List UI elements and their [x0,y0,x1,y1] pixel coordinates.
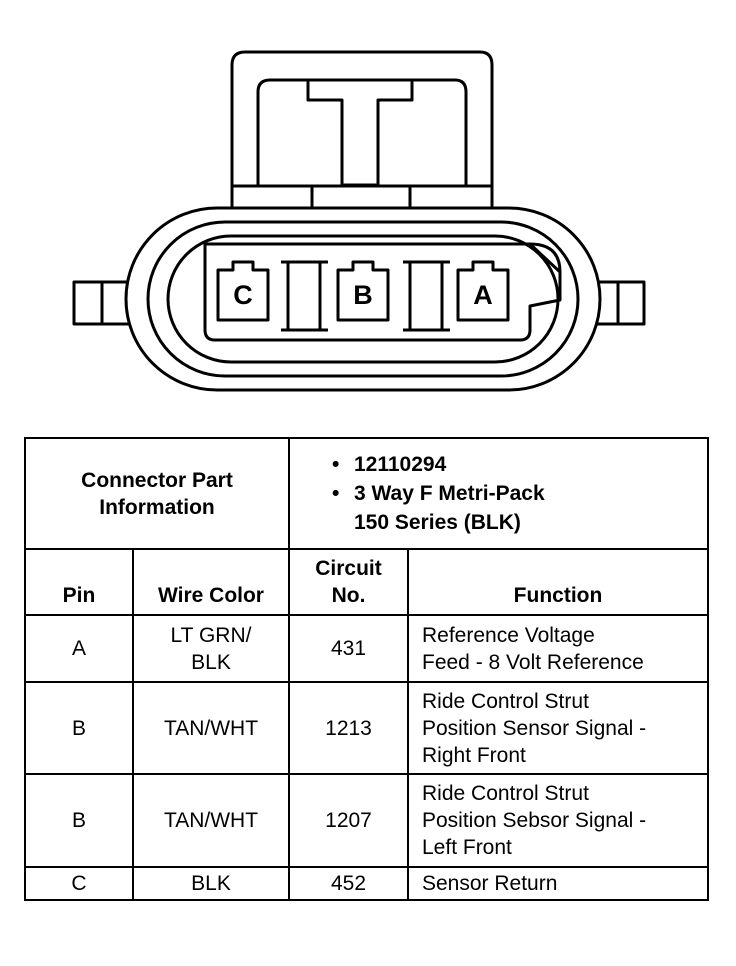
table-row: C BLK 452 Sensor Return [24,866,709,901]
connector-lock-latch [306,80,414,187]
wire-color-cell: TAN/WHT [132,681,290,775]
bullet-icon: • [332,482,340,505]
header-function: Function [407,548,709,616]
connector-cavity [203,242,562,342]
separator-rib-right [403,260,450,332]
part-number: • 12110294 [332,450,707,479]
header-circuit-no: Circuit No. [288,548,409,616]
part-info-label: Connector Part Information [24,437,290,550]
connector-shell-outer [124,206,602,392]
table-row: A LT GRN/ BLK 431 Reference Voltage Feed… [24,614,709,683]
header-row: Pin Wire Color Circuit No. Function [24,548,709,616]
pin-label-c: C [233,280,253,310]
bullet-icon: • [332,453,340,476]
table-row: B TAN/WHT 1213 Ride Control Strut Positi… [24,681,709,775]
function-cell: Sensor Return [407,866,709,901]
part-info-label-line1: Connector Part [81,468,233,492]
separator-rib-left [281,260,328,332]
header-wire-color: Wire Color [132,548,290,616]
connector-lock-tab-inner [256,78,468,186]
pin-cavity-a [456,260,510,322]
wire-color-cell: TAN/WHT [132,773,290,868]
connector-diagram: C B A [72,50,646,392]
pin-cell: C [24,866,134,901]
connector-ear-right [594,280,646,326]
pin-cell: B [24,773,134,868]
circuit-cell: 452 [288,866,409,901]
part-info-details: • 12110294 • 3 Way F Metri-Pack 150 Seri… [288,437,709,550]
connector-pinout-table: Connector Part Information • 12110294 • … [24,437,709,901]
part-description: • 3 Way F Metri-Pack 150 Series (BLK) [332,479,707,537]
circuit-cell: 1213 [288,681,409,775]
function-cell: Ride Control Strut Position Sensor Signa… [407,681,709,775]
wire-color-cell: BLK [132,866,290,901]
pin-cavity-c [216,260,270,322]
pin-cell: B [24,681,134,775]
pin-label-a: A [473,280,493,310]
function-cell: Reference Voltage Feed - 8 Volt Referenc… [407,614,709,683]
function-cell: Ride Control Strut Position Sebsor Signa… [407,773,709,868]
wire-color-cell: LT GRN/ BLK [132,614,290,683]
part-info-row: Connector Part Information • 12110294 • … [24,437,709,550]
circuit-cell: 1207 [288,773,409,868]
part-info-label-line2: Information [99,495,215,519]
connector-shell-middle [146,220,580,378]
pin-cavity-b [336,260,390,322]
pin-cell: A [24,614,134,683]
pin-label-b: B [353,280,373,310]
table-row: B TAN/WHT 1207 Ride Control Strut Positi… [24,773,709,868]
connector-lock-tab [230,50,494,210]
circuit-cell: 431 [288,614,409,683]
header-pin: Pin [24,548,134,616]
